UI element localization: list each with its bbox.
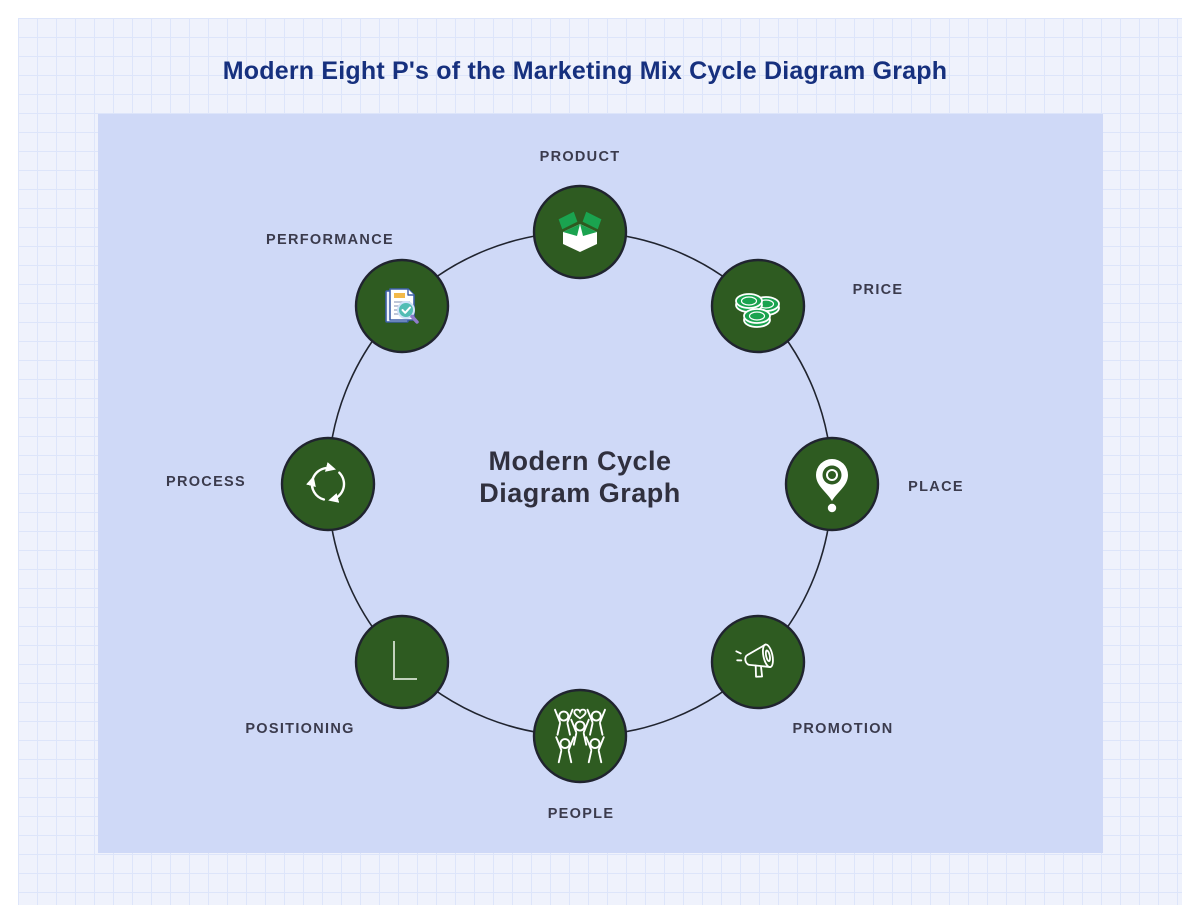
node-people[interactable]: [532, 688, 628, 784]
location-pin-icon: [816, 459, 848, 513]
node-positioning[interactable]: [354, 614, 450, 710]
node-performance[interactable]: [354, 258, 450, 354]
node-price[interactable]: [710, 258, 806, 354]
center-title-line2[interactable]: Diagram Graph: [479, 478, 681, 508]
node-circle[interactable]: [532, 688, 628, 784]
megaphone-icon: [735, 643, 774, 678]
node-promotion[interactable]: [710, 614, 806, 710]
coins-icon: [735, 293, 780, 328]
corner-axes-icon: [393, 641, 417, 680]
label-people[interactable]: PEOPLE: [548, 806, 615, 822]
label-price[interactable]: PRICE: [853, 282, 904, 298]
center-title-line1[interactable]: Modern Cycle: [488, 446, 671, 476]
label-product[interactable]: PRODUCT: [540, 149, 621, 165]
label-performance[interactable]: PERFORMANCE: [266, 232, 394, 248]
cycle-arrows-icon: [306, 462, 346, 503]
label-place[interactable]: PLACE: [908, 479, 964, 495]
cycle-diagram: PRODUCT PRICE PLACE PROMOTION PEOPLE POS…: [166, 149, 964, 822]
node-process[interactable]: [280, 436, 376, 532]
node-circle[interactable]: [710, 614, 806, 710]
label-process[interactable]: PROCESS: [166, 474, 246, 490]
node-circle[interactable]: [354, 614, 450, 710]
report-magnifier-icon: [385, 288, 419, 324]
node-product[interactable]: [532, 184, 628, 280]
node-place[interactable]: [784, 436, 880, 532]
people-group-icon: [554, 708, 606, 764]
node-circle[interactable]: [280, 436, 376, 532]
label-positioning[interactable]: POSITIONING: [245, 721, 354, 737]
label-promotion[interactable]: PROMOTION: [792, 721, 893, 737]
open-box-icon: [557, 210, 603, 252]
diagram-canvas: PRODUCT PRICE PLACE PROMOTION PEOPLE POS…: [98, 114, 1103, 853]
page-title: Modern Eight P's of the Marketing Mix Cy…: [222, 57, 948, 85]
